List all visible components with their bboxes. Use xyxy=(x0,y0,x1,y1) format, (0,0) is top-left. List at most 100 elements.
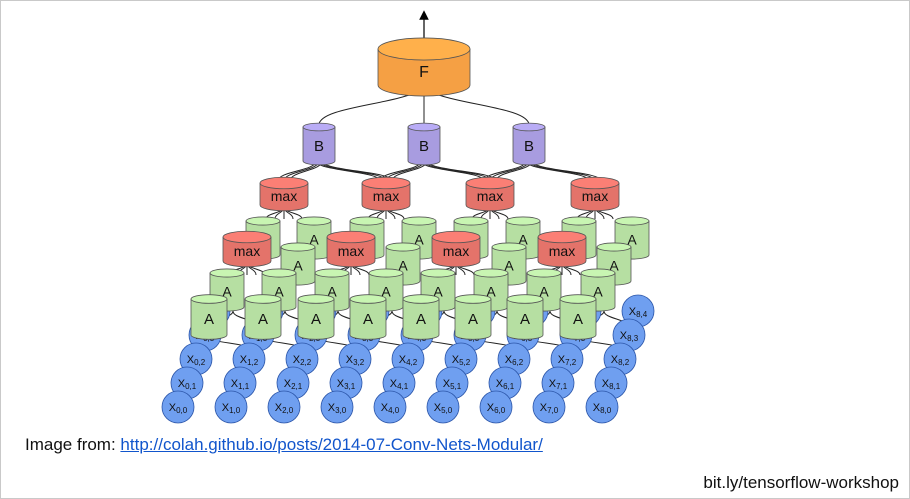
footer-url: bit.ly/tensorflow-workshop xyxy=(703,473,899,492)
max-node-lower-label: max xyxy=(443,243,469,259)
input-node-label: X3,1 xyxy=(337,378,356,391)
a-node-label: A xyxy=(486,284,496,300)
max-node-upper: max xyxy=(570,176,620,212)
nodes: X0,4X1,4X2,4X3,4X4,4X5,4X6,4X7,4X8,4X0,3… xyxy=(161,37,655,424)
b-node-label: B xyxy=(524,138,534,155)
max-node-upper-label: max xyxy=(271,188,297,204)
input-node-label: X1,2 xyxy=(240,354,259,367)
a-node: A xyxy=(244,294,282,340)
a-node-label: A xyxy=(416,311,426,328)
input-node: X5,0 xyxy=(426,390,460,424)
a-node-label: A xyxy=(274,284,284,300)
a-node-label: A xyxy=(204,311,214,328)
a-node-label: A xyxy=(222,284,232,300)
input-node-label: X4,2 xyxy=(399,354,418,367)
a-node-label: A xyxy=(311,311,321,328)
input-node-label: X8,4 xyxy=(629,306,648,319)
a-node-label: A xyxy=(433,284,443,300)
input-node: X3,0 xyxy=(320,390,354,424)
input-node-label: X6,2 xyxy=(505,354,524,367)
input-node-label: X2,2 xyxy=(293,354,312,367)
input-node: X1,0 xyxy=(214,390,248,424)
b-node-label: B xyxy=(314,138,324,155)
max-node-lower: max xyxy=(326,230,376,268)
max-node-lower-label: max xyxy=(549,243,575,259)
a-node-label: A xyxy=(468,311,478,328)
b-node: B xyxy=(512,122,546,166)
max-node-lower-label: max xyxy=(234,243,260,259)
a-node-label: A xyxy=(593,284,603,300)
a-node-label: A xyxy=(627,232,637,248)
a-node-label: A xyxy=(539,284,549,300)
a-node-label: A xyxy=(609,258,619,274)
input-node-label: X7,1 xyxy=(549,378,568,391)
a-node-label: A xyxy=(414,232,424,248)
max-node-upper: max xyxy=(259,176,309,212)
input-node-label: X2,0 xyxy=(275,402,294,415)
a-node: A xyxy=(297,294,335,340)
input-node-label: X8,2 xyxy=(611,354,630,367)
input-node-label: X7,2 xyxy=(558,354,577,367)
input-node-label: X1,0 xyxy=(222,402,241,415)
max-node-upper-label: max xyxy=(477,188,503,204)
input-node-label: X8,1 xyxy=(602,378,621,391)
max-node-lower: max xyxy=(222,230,272,268)
max-node-upper-label: max xyxy=(373,188,399,204)
max-node-lower: max xyxy=(537,230,587,268)
input-node-label: X6,0 xyxy=(487,402,506,415)
input-node: X7,0 xyxy=(532,390,566,424)
a-node-label: A xyxy=(518,232,528,248)
input-node: X8,0 xyxy=(585,390,619,424)
a-node: A xyxy=(454,294,492,340)
b-node: B xyxy=(407,122,441,166)
a-node-label: A xyxy=(258,311,268,328)
output-node-f-label: F xyxy=(419,64,429,81)
input-node-label: X4,1 xyxy=(390,378,409,391)
input-node: X6,0 xyxy=(479,390,513,424)
source-link[interactable]: http://colah.github.io/posts/2014-07-Con… xyxy=(120,435,543,454)
max-node-upper: max xyxy=(465,176,515,212)
a-node: A xyxy=(506,294,544,340)
a-node-label: A xyxy=(363,311,373,328)
input-node-label: X8,0 xyxy=(593,402,612,415)
input-node-label: X3,0 xyxy=(328,402,347,415)
a-node-label: A xyxy=(520,311,530,328)
output-node-f: F xyxy=(377,37,471,97)
a-node-label: A xyxy=(381,284,391,300)
input-node-label: X1,1 xyxy=(231,378,250,391)
input-node-label: X7,0 xyxy=(540,402,559,415)
max-node-lower-label: max xyxy=(338,243,364,259)
input-node-label: X5,0 xyxy=(434,402,453,415)
input-node-label: X0,2 xyxy=(187,354,206,367)
b-node: B xyxy=(302,122,336,166)
max-node-upper: max xyxy=(361,176,411,212)
image-caption: Image from: http://colah.github.io/posts… xyxy=(25,435,543,455)
b-node-label: B xyxy=(419,138,429,155)
a-node-label: A xyxy=(327,284,337,300)
a-node-label: A xyxy=(504,258,514,274)
conv-net-diagram: X0,4X1,4X2,4X3,4X4,4X5,4X6,4X7,4X8,4X0,3… xyxy=(161,10,655,424)
a-node-label: A xyxy=(293,258,303,274)
input-node-label: X5,1 xyxy=(443,378,462,391)
input-node-label: X0,1 xyxy=(178,378,197,391)
max-node-lower: max xyxy=(431,230,481,268)
a-node-label: A xyxy=(573,311,583,328)
a-node: A xyxy=(190,294,228,340)
input-node-label: X8,3 xyxy=(620,330,639,343)
input-node-label: X5,2 xyxy=(452,354,471,367)
input-node: X2,0 xyxy=(267,390,301,424)
a-node: A xyxy=(559,294,597,340)
input-node-label: X6,1 xyxy=(496,378,515,391)
a-node: A xyxy=(349,294,387,340)
input-node: X4,0 xyxy=(373,390,407,424)
input-node-label: X0,0 xyxy=(169,402,188,415)
caption-prefix: Image from: xyxy=(25,435,121,454)
max-node-upper-label: max xyxy=(582,188,608,204)
input-node: X0,0 xyxy=(161,390,195,424)
a-node-label: A xyxy=(398,258,408,274)
a-node-label: A xyxy=(309,232,319,248)
input-node-label: X4,0 xyxy=(381,402,400,415)
input-node-label: X2,1 xyxy=(284,378,303,391)
input-node-label: X3,2 xyxy=(346,354,365,367)
